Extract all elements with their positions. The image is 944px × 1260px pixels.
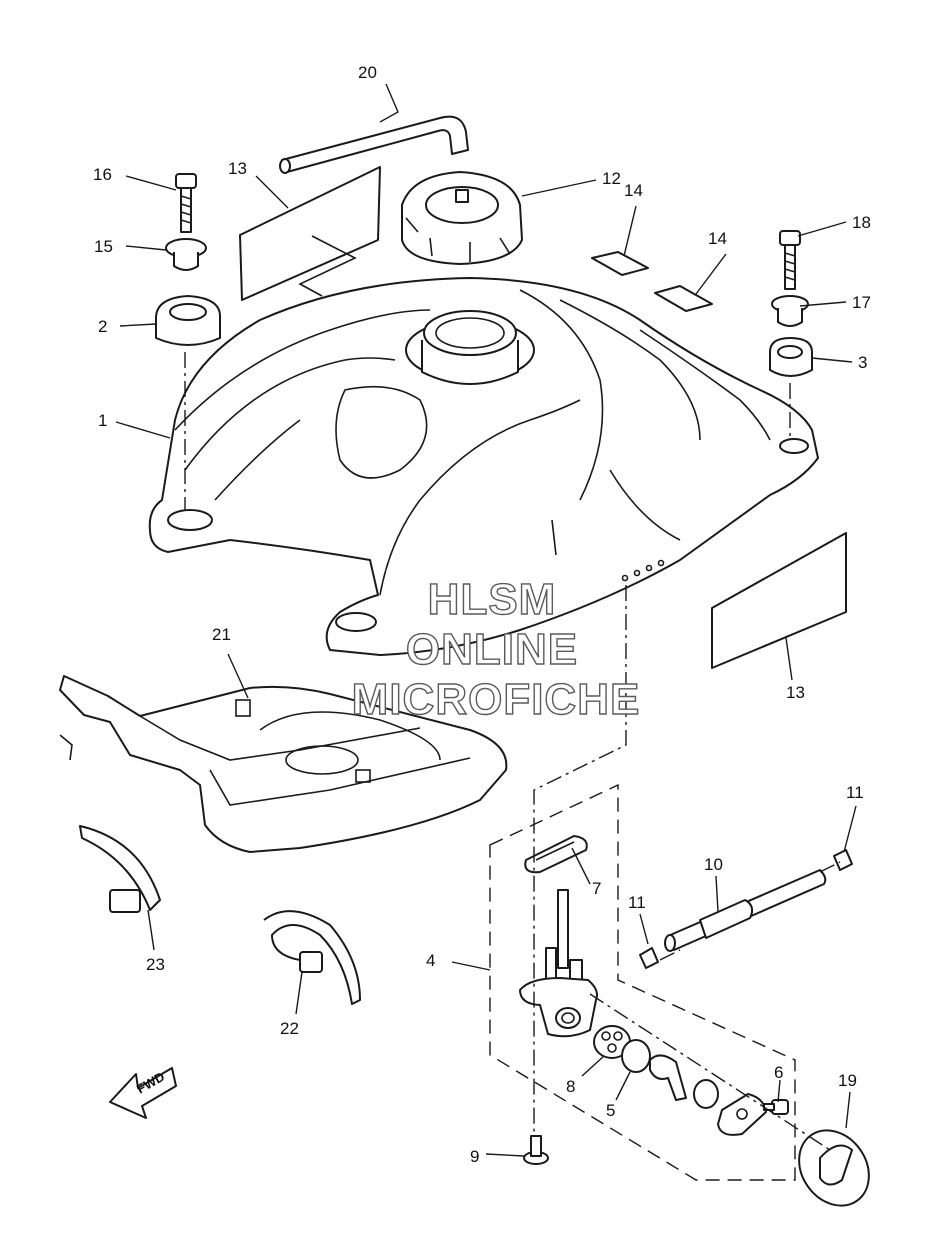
breather-hose: [279, 115, 469, 174]
callout-8: 8: [566, 1077, 575, 1096]
filter-8: [593, 1025, 631, 1059]
callout-23: 23: [146, 955, 165, 974]
callout-20: 20: [358, 63, 377, 82]
fuel-cock: [519, 889, 598, 1038]
callout-9: 9: [470, 1147, 479, 1166]
watermark: HLSM ONLINE MICROFICHE: [351, 574, 641, 724]
fwd-arrow-icon: FWD: [109, 1067, 177, 1119]
callout-22: 22: [280, 1019, 299, 1038]
band-23: [79, 825, 161, 913]
callout-10: 10: [704, 855, 723, 874]
fuel-cap: [401, 171, 523, 265]
bolt-18: [779, 230, 801, 290]
plate: [717, 1093, 767, 1136]
callout-2: 2: [98, 317, 107, 336]
callout-5: 5: [606, 1101, 615, 1120]
callout-18: 18: [852, 213, 871, 232]
callout-1: 1: [98, 411, 107, 430]
clip-11b: [833, 849, 853, 871]
spring-washer: [693, 1079, 719, 1109]
bolt-16: [175, 173, 197, 233]
fuel-tank: [148, 277, 819, 656]
fuel-cock-outline: [489, 783, 796, 1181]
clip-11a: [639, 947, 659, 969]
watermark-line-2: ONLINE: [406, 625, 578, 674]
callout-14-a: 14: [624, 181, 643, 200]
callout-16: 16: [93, 165, 112, 184]
decal-upper: [239, 166, 381, 301]
grommet-3: [769, 337, 813, 377]
callout-15: 15: [94, 237, 113, 256]
callout-7: 7: [592, 879, 601, 898]
screw-9: [523, 1135, 549, 1165]
tank-protector: [59, 675, 508, 853]
callout-11-a: 11: [628, 893, 646, 912]
decal-lower: [711, 532, 847, 669]
fuel-hose-10: [664, 869, 827, 952]
watermark-line-3: MICROFICHE: [352, 675, 641, 724]
callout-19: 19: [838, 1071, 857, 1090]
callout-13-upper: 13: [228, 159, 247, 178]
knob-19: [798, 1129, 870, 1207]
band-22: [263, 910, 361, 1005]
callout-6: 6: [774, 1063, 783, 1082]
callout-14-b: 14: [708, 229, 727, 248]
watermark-line-1: HLSM: [428, 575, 557, 624]
callout-12: 12: [602, 169, 621, 188]
pad-b: [654, 285, 713, 312]
gasket-7: [524, 835, 588, 874]
callout-13-lower: 13: [786, 683, 805, 702]
callout-11-b: 11: [846, 783, 864, 802]
collar-15: [165, 238, 207, 271]
callout-17: 17: [852, 293, 871, 312]
collar-17: [771, 295, 809, 327]
screw-6: [763, 1099, 789, 1115]
grommet-2: [155, 295, 221, 346]
o-ring-5: [621, 1039, 651, 1073]
leader-lines: [115, 83, 857, 1157]
callout-3: 3: [858, 353, 867, 372]
callout-4: 4: [426, 951, 435, 970]
callout-21: 21: [212, 625, 231, 644]
lever: [649, 1054, 687, 1101]
pad-a: [591, 251, 649, 276]
